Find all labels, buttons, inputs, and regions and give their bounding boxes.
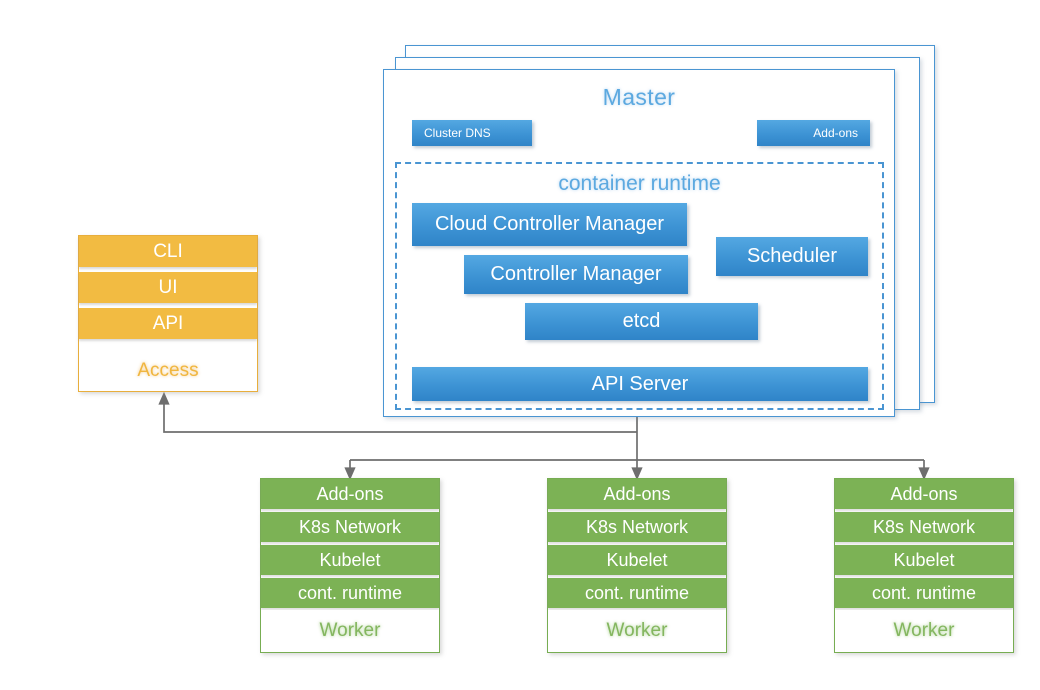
- master-addons-box[interactable]: Add-ons: [757, 120, 870, 146]
- container-runtime-title: container runtime: [558, 172, 721, 195]
- worker-3-row-runtime[interactable]: cont. runtime: [835, 578, 1013, 608]
- worker-1-row-network-label: K8s Network: [298, 516, 402, 537]
- etcd-box[interactable]: etcd: [525, 303, 758, 340]
- controller-manager-label: Controller Manager: [490, 263, 662, 285]
- worker-3-row-network[interactable]: K8s Network: [835, 512, 1013, 542]
- master-addons-label: Add-ons: [813, 126, 858, 140]
- worker-3-row-network-label: K8s Network: [872, 516, 976, 537]
- worker-1-footer-label: Worker: [319, 620, 381, 641]
- worker-node-3[interactable]: Add-ons K8s Network Kubelet cont. runtim…: [834, 478, 1014, 653]
- worker-2-footer: Worker: [548, 610, 726, 652]
- access-footer: Access: [79, 351, 257, 391]
- cluster-dns-box[interactable]: Cluster DNS: [412, 120, 532, 146]
- worker-2-row-runtime[interactable]: cont. runtime: [548, 578, 726, 608]
- scheduler-box[interactable]: Scheduler: [716, 237, 868, 276]
- etcd-label: etcd: [622, 310, 661, 332]
- worker-1-row-kubelet[interactable]: Kubelet: [261, 545, 439, 575]
- worker-2-row-addons[interactable]: Add-ons: [548, 479, 726, 509]
- worker-1-row-runtime-label: cont. runtime: [297, 582, 403, 603]
- worker-2-footer-label: Worker: [606, 620, 668, 641]
- cluster-dns-label: Cluster DNS: [424, 126, 491, 140]
- worker-1-row-addons[interactable]: Add-ons: [261, 479, 439, 509]
- access-footer-label: Access: [137, 360, 199, 381]
- access-row-ui[interactable]: UI: [79, 272, 257, 303]
- access-panel[interactable]: CLI UI API Access: [78, 235, 258, 392]
- worker-1-row-runtime[interactable]: cont. runtime: [261, 578, 439, 608]
- worker-1-row-network[interactable]: K8s Network: [261, 512, 439, 542]
- worker-3-row-addons[interactable]: Add-ons: [835, 479, 1013, 509]
- worker-2-row-kubelet-label: Kubelet: [606, 549, 668, 570]
- controller-manager-box[interactable]: Controller Manager: [464, 255, 688, 294]
- worker-2-row-runtime-label: cont. runtime: [584, 582, 690, 603]
- worker-3-footer-label: Worker: [893, 620, 955, 641]
- access-row-cli[interactable]: CLI: [79, 236, 257, 267]
- access-row-cli-label: CLI: [153, 240, 183, 262]
- worker-3-footer: Worker: [835, 610, 1013, 652]
- worker-node-2[interactable]: Add-ons K8s Network Kubelet cont. runtim…: [547, 478, 727, 653]
- api-server-label: API Server: [591, 372, 689, 395]
- worker-3-row-addons-label: Add-ons: [890, 483, 958, 504]
- worker-2-row-kubelet[interactable]: Kubelet: [548, 545, 726, 575]
- cloud-controller-manager-label: Cloud Controller Manager: [434, 213, 664, 235]
- api-server-box[interactable]: API Server: [412, 367, 868, 401]
- master-title: Master: [602, 84, 676, 110]
- access-row-api-label: API: [152, 312, 184, 334]
- container-runtime-panel: container runtime: [395, 162, 884, 410]
- worker-1-row-kubelet-label: Kubelet: [319, 549, 381, 570]
- wire-to-access: [158, 391, 637, 433]
- worker-3-row-kubelet-label: Kubelet: [893, 549, 955, 570]
- worker-2-row-addons-label: Add-ons: [603, 483, 671, 504]
- access-row-ui-label: UI: [158, 276, 178, 298]
- scheduler-label: Scheduler: [746, 245, 838, 267]
- worker-1-footer: Worker: [261, 610, 439, 652]
- access-row-api[interactable]: API: [79, 308, 257, 339]
- worker-2-row-network-label: K8s Network: [585, 516, 689, 537]
- worker-3-row-kubelet[interactable]: Kubelet: [835, 545, 1013, 575]
- worker-1-row-addons-label: Add-ons: [316, 483, 384, 504]
- worker-node-1[interactable]: Add-ons K8s Network Kubelet cont. runtim…: [260, 478, 440, 653]
- worker-3-row-runtime-label: cont. runtime: [871, 582, 977, 603]
- worker-2-row-network[interactable]: K8s Network: [548, 512, 726, 542]
- cloud-controller-manager-box[interactable]: Cloud Controller Manager: [412, 203, 687, 246]
